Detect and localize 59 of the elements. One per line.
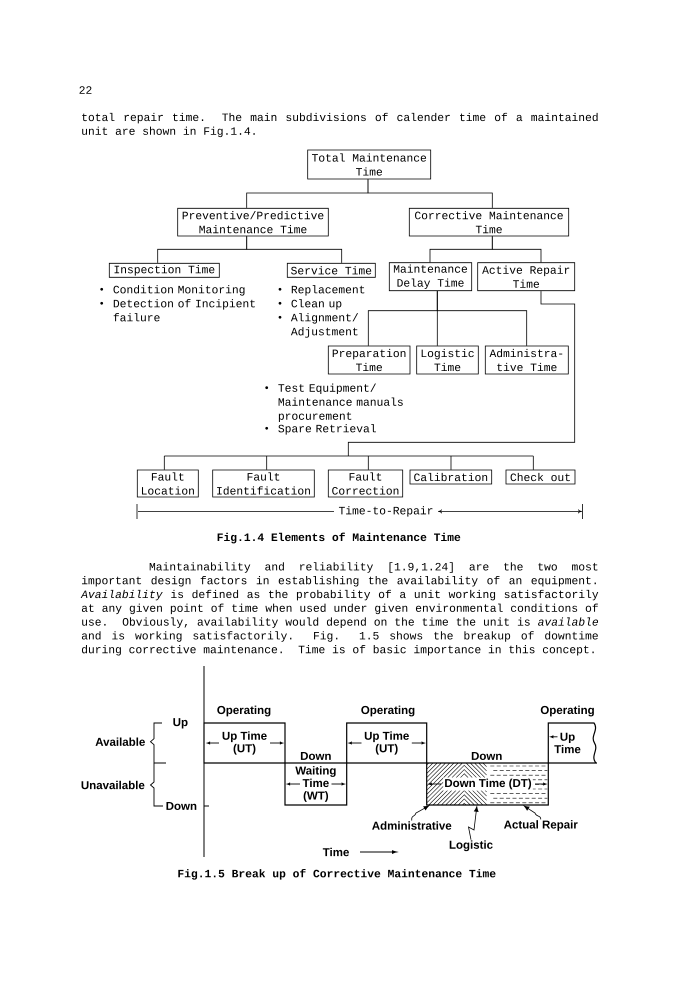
dimension-label: Time-to-Repair xyxy=(338,506,432,517)
connector-line xyxy=(368,456,369,470)
category-box: Service Time xyxy=(286,262,376,278)
time-block: Up Time (UT) xyxy=(203,722,286,764)
category-box: Administra- tive Time xyxy=(484,346,569,374)
state-label: Operating xyxy=(540,706,594,716)
connector-line xyxy=(164,456,165,470)
connector-line xyxy=(492,236,542,263)
category-box: Fault Location xyxy=(136,470,199,498)
level-label: Down xyxy=(166,802,196,810)
category-box: Fault Identification xyxy=(212,470,315,498)
leader-line xyxy=(468,806,478,840)
figure-caption: Fig.1.5 Break up of Corrective Maintenance Time xyxy=(178,868,496,880)
connector-line xyxy=(532,456,534,470)
list-item: Condition Monitoring xyxy=(114,285,244,296)
category-box: Fault Correction xyxy=(328,470,404,498)
state-label: Unavailable xyxy=(82,780,144,790)
category-box: Preparation Time xyxy=(328,346,410,374)
level-label: Up xyxy=(173,718,188,728)
figure-caption: Fig.1.4 Elements of Maintenance Time xyxy=(218,532,460,544)
time-block: Up Time xyxy=(548,722,597,764)
connector-line xyxy=(266,456,268,470)
connector-line xyxy=(450,456,452,470)
category-box: Maintenance Delay Time xyxy=(388,262,472,292)
body-text: Maintainability and reliability [1.9,1.24] are the two most important design factors in establishing the availability of an equipment. Availability is defined as the probability of a unit working satisfactorily at any given point of time when used under given environmental conditions of use. Obviously, availability would depend on the time the unit is available and is working satisfactorily. Fig. 1.5 shows the breakup of downtime during corrective maintenance. Time is of basic importance in this concept. xyxy=(80,562,598,656)
page-number: 22 xyxy=(80,86,92,94)
time-block: Waiting Time (WT) xyxy=(284,762,348,806)
connector-line xyxy=(436,290,528,346)
state-label: Down xyxy=(472,752,502,760)
category-box: Calibration xyxy=(410,470,492,484)
axis-label: Time xyxy=(322,848,349,856)
list-item: Alignment/ Adjustment xyxy=(290,313,358,338)
connector-line xyxy=(246,236,342,264)
callout-label: Logistic xyxy=(450,840,493,852)
category-box: Total Maintenance Time xyxy=(307,150,432,180)
callout-label: Actual Repair xyxy=(504,820,578,831)
connector-line xyxy=(368,179,493,208)
leader-line xyxy=(524,806,542,820)
callout-label: Administrative xyxy=(372,821,452,830)
list-item: Detection of Incipient failure xyxy=(114,299,255,322)
category-box: Preventive/Predictive Maintenance Time xyxy=(177,208,329,236)
time-block: Up Time (UT) xyxy=(346,722,428,764)
state-label: Down xyxy=(300,752,331,760)
list-item: Test Equipment/ Maintenance manuals procurement xyxy=(278,384,403,422)
leader-line xyxy=(411,806,429,821)
state-label: Operating xyxy=(217,706,270,716)
category-box: Active Repair Time xyxy=(477,262,576,292)
category-box: Inspection Time xyxy=(108,262,220,278)
category-box: Check out xyxy=(506,470,576,484)
time-block: Down Time (DT) xyxy=(426,762,549,806)
category-box: Corrective Maintenance Time xyxy=(408,208,570,236)
state-label: Available xyxy=(96,738,145,746)
list-item: Clean up xyxy=(292,299,342,310)
category-box: Logistic Time xyxy=(416,346,479,374)
connector-line xyxy=(164,290,576,456)
body-text: total repair time. The main subdivisions of calender time of a maintained unit are shown in Fig.1.4. xyxy=(82,112,598,138)
state-label: Operating xyxy=(361,706,414,716)
list-item: Replacement xyxy=(292,285,364,296)
list-item: Spare Retrieval xyxy=(278,424,376,435)
